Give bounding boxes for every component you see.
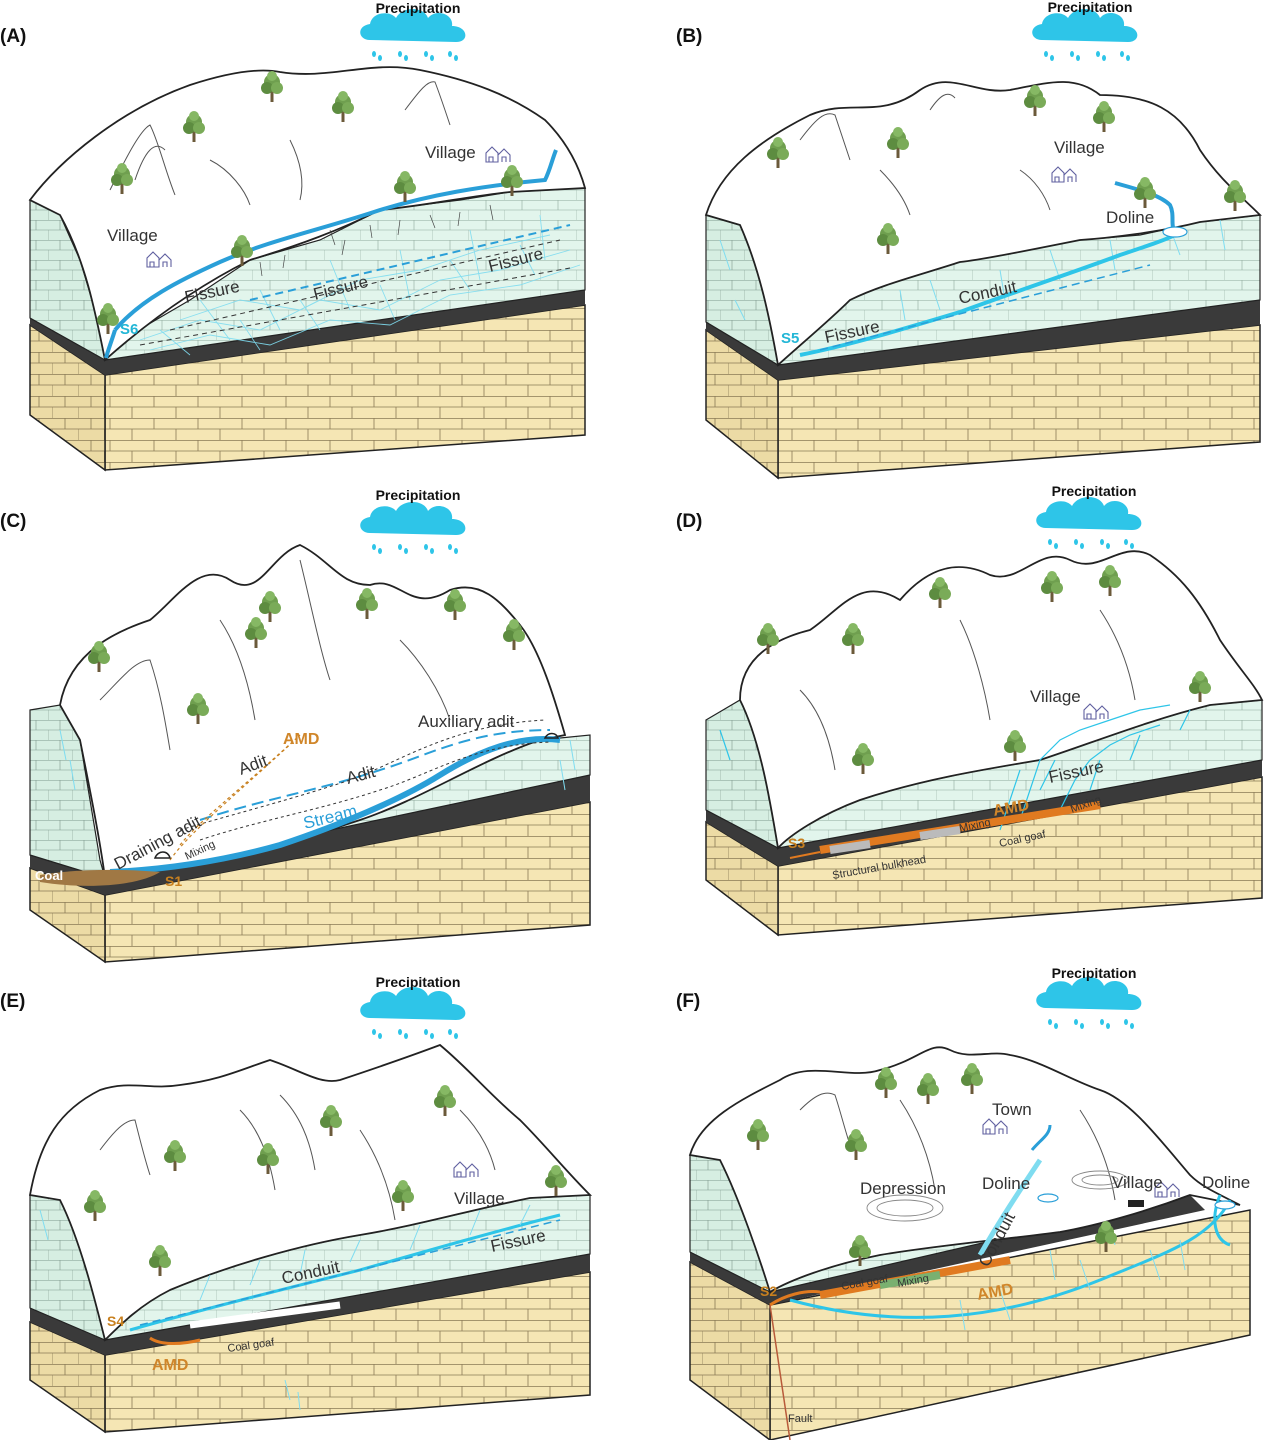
- precipitation-cloud-icon: [360, 9, 466, 61]
- label-doline-1: Doline: [982, 1174, 1030, 1193]
- surface-river: [113, 149, 558, 332]
- precipitation-label: Precipitation: [376, 0, 461, 16]
- label-village: Village: [454, 1189, 505, 1208]
- label-mixing: Mixing: [896, 1273, 929, 1290]
- precipitation-label: Precipitation: [1048, 0, 1133, 15]
- label-village: Village: [1112, 1173, 1163, 1192]
- site-marker-s4: S4: [107, 1313, 124, 1329]
- panel-f: (F) Precipitation: [676, 965, 1251, 1440]
- panel-a: (A) Precipitation: [0, 0, 587, 472]
- label-coal: Coal: [35, 868, 63, 883]
- panel-c: (C) Precipitation Auxi: [0, 487, 591, 964]
- precipitation-label: Precipitation: [1052, 483, 1137, 499]
- panel-c-letter: (C): [0, 511, 26, 532]
- coal-seam: [30, 290, 585, 375]
- panel-e-letter: (E): [0, 991, 25, 1012]
- label-doline: Doline: [1106, 208, 1154, 227]
- label-fault: Fault: [788, 1413, 812, 1425]
- label-village-1: Village: [107, 226, 158, 245]
- precipitation-cloud-icon: [1036, 977, 1142, 1029]
- label-doline-2: Doline: [1202, 1173, 1250, 1192]
- label-town: Town: [992, 1100, 1032, 1119]
- panel-f-letter: (F): [676, 991, 700, 1012]
- panel-b-letter: (B): [676, 26, 702, 47]
- label-amd: AMD: [283, 731, 319, 748]
- precipitation-cloud-icon: [360, 987, 466, 1039]
- panel-b: (B) Precipitation Village Dolin: [676, 0, 1262, 480]
- label-depression: Depression: [860, 1179, 946, 1198]
- precipitation-cloud-icon: [360, 502, 466, 554]
- panel-d: (D) Precipitation Village Fissu: [676, 483, 1264, 937]
- site-marker-s1: S1: [165, 873, 182, 889]
- label-village: Village: [1030, 687, 1081, 706]
- sandstone-side: [29, 323, 106, 472]
- precipitation-cloud-icon: [1032, 9, 1138, 61]
- label-amd: AMD: [152, 1357, 188, 1374]
- panel-d-letter: (D): [676, 511, 702, 532]
- site-marker-s6: S6: [120, 321, 138, 338]
- precipitation-label: Precipitation: [1052, 965, 1137, 981]
- label-amd: AMD: [976, 1281, 1015, 1304]
- site-marker-s2: S2: [760, 1283, 777, 1299]
- panel-e: (E) Precipitation Village: [0, 974, 593, 1434]
- site-marker-s5: S5: [781, 330, 799, 347]
- label-village-2: Village: [425, 143, 476, 162]
- precipitation-label: Precipitation: [376, 974, 461, 990]
- panel-a-letter: (A): [0, 26, 26, 47]
- label-amd: AMD: [992, 797, 1031, 820]
- precipitation-label: Precipitation: [376, 487, 461, 503]
- label-village: Village: [1054, 138, 1105, 157]
- label-auxiliary-adit: Auxiliary adit: [418, 712, 515, 731]
- site-marker-s3: S3: [788, 835, 805, 851]
- precipitation-cloud-icon: [1036, 497, 1142, 549]
